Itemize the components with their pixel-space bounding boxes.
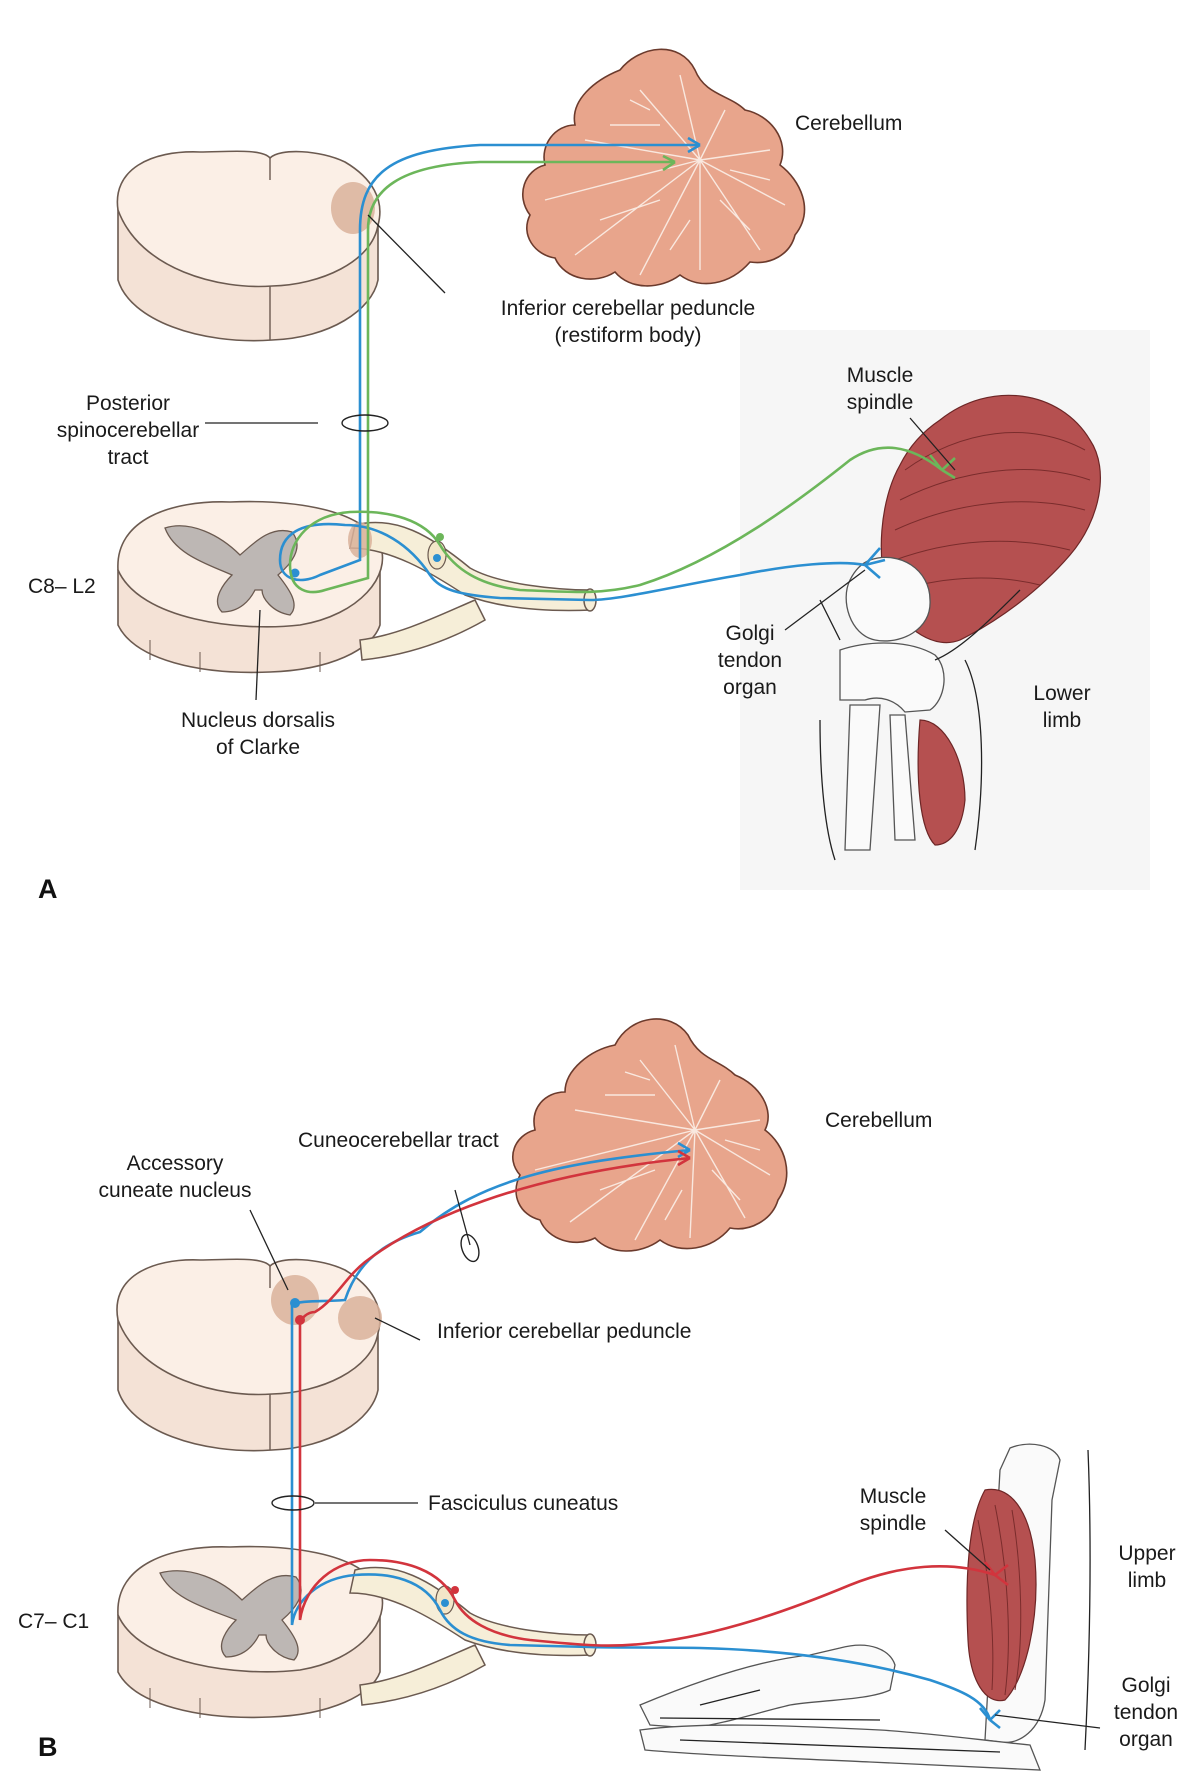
clarke-neuron-blue [290, 568, 300, 578]
label-tract-a-line2: spinocerebellar [57, 419, 199, 442]
label-golgi-b-line2: tendon [1114, 1701, 1178, 1724]
lower-limb-knee [819, 394, 1101, 861]
medulla-section-a [116, 150, 381, 342]
medulla-a-cross-section [116, 150, 381, 288]
inferior-cerebellar-peduncle-b [338, 1296, 382, 1340]
calf-muscle [917, 719, 966, 846]
panel-b: Cerebellum Cuneocerebellar tract Accesso… [18, 1018, 1178, 1771]
peduncle-leader-b [374, 1317, 421, 1341]
label-cerebellum-a: Cerebellum [795, 112, 902, 135]
tract-leader-b [454, 1189, 471, 1246]
panel-letter-b: B [38, 1732, 58, 1762]
fasciculus-marker [271, 1495, 315, 1511]
grey-matter-b [159, 1570, 302, 1661]
label-cuneocerebellar-tract: Cuneocerebellar tract [298, 1129, 499, 1152]
label-limb-a-line2: limb [1043, 709, 1082, 732]
label-golgi-b-line3: organ [1119, 1728, 1173, 1751]
grey-matter-a [164, 525, 298, 616]
accessory-cuneate-neuron [290, 1298, 300, 1308]
thumb-hand [639, 1644, 896, 1729]
ganglion-cell-blue-a [433, 554, 441, 562]
label-golgi-a-line1: Golgi [725, 622, 774, 645]
label-peduncle-b: Inferior cerebellar peduncle [437, 1320, 691, 1343]
label-spindle-a-line2: spindle [847, 391, 914, 414]
golgi-pathway-a [278, 136, 886, 602]
label-peduncle-a-line2: (restiform body) [554, 324, 701, 347]
label-spindle-b-line1: Muscle [860, 1485, 927, 1508]
cerebellum-a-outline [521, 48, 806, 287]
spindle-leader-b [944, 1529, 991, 1571]
label-spindle-b-line2: spindle [860, 1512, 927, 1535]
label-cerebellum-b: Cerebellum [825, 1109, 932, 1132]
forearm [639, 1724, 1041, 1771]
spinal-cord-section-b [117, 1545, 597, 1719]
thigh-muscle [880, 394, 1101, 644]
patella [845, 556, 931, 642]
label-spindle-a-line1: Muscle [847, 364, 914, 387]
label-accessory-line1: Accessory [127, 1152, 224, 1175]
cerebellum-b [511, 1018, 788, 1252]
knee-joint [839, 642, 945, 713]
label-segment-a: C8– L2 [28, 575, 96, 598]
ganglion-cell-blue-b [441, 1599, 449, 1607]
label-nucleus-a-line2: of Clarke [216, 736, 300, 759]
spindle-leader-a [909, 417, 956, 471]
label-segment-b: C7– C1 [18, 1610, 89, 1633]
tibia [844, 704, 881, 851]
label-peduncle-a-line1: Inferior cerebellar peduncle [501, 297, 755, 320]
ganglion-cell-red-b [451, 1586, 459, 1594]
label-fasciculus-cuneatus: Fasciculus cuneatus [428, 1492, 618, 1515]
golgi-leader-b [994, 1714, 1101, 1729]
panel-a: Cerebellum Inferior cerebellar peduncle … [28, 48, 1150, 904]
ganglion-cell-green-a [436, 533, 444, 541]
label-accessory-line2: cuneate nucleus [99, 1179, 252, 1202]
cuneocerebellar-neuron [295, 1315, 305, 1325]
upper-limb-arm [639, 1443, 1091, 1771]
label-limb-a-line1: Lower [1033, 682, 1090, 705]
label-nucleus-a-line1: Nucleus dorsalis [181, 709, 335, 732]
cerebellum-b-outline [511, 1018, 788, 1252]
biceps-muscle [966, 1488, 1037, 1702]
label-tract-a-line1: Posterior [86, 392, 170, 415]
tract-marker-b [460, 1233, 480, 1263]
golgi-leader-a [784, 569, 866, 631]
cerebellum-a-folia [544, 74, 786, 276]
label-golgi-b-line1: Golgi [1121, 1674, 1170, 1697]
peduncle-leader-a [367, 214, 446, 294]
label-golgi-a-line3: organ [723, 676, 777, 699]
label-limb-b-line1: Upper [1118, 1542, 1175, 1565]
label-limb-b-line2: limb [1128, 1569, 1167, 1592]
label-golgi-a-line2: tendon [718, 649, 782, 672]
panel-letter-a: A [38, 874, 58, 904]
spinal-cord-section-a [117, 500, 597, 674]
medulla-section-b [116, 1258, 382, 1452]
accessory-leader-b [249, 1209, 289, 1291]
spindle-pathway-b [295, 1149, 1009, 1647]
fibula [889, 714, 916, 841]
ventral-root-a [359, 599, 486, 661]
restiform-body-a [331, 182, 375, 234]
tract-marker-a [341, 414, 389, 432]
cerebellum-a [521, 48, 806, 287]
label-tract-a-line3: tract [108, 446, 149, 469]
nucleus-leader-a [255, 609, 261, 701]
spindle-pathway-a [288, 154, 956, 594]
ventral-root-b [359, 1644, 486, 1706]
